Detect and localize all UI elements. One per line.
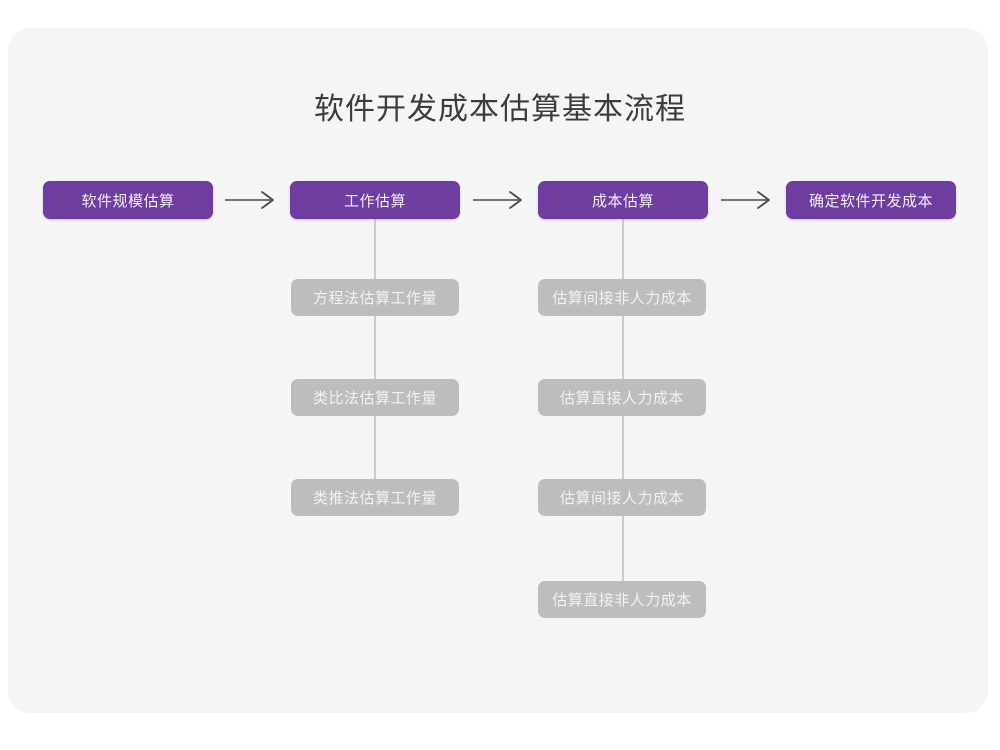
- substep-node-col3-1-label: 估算间接非人力成本: [552, 289, 692, 307]
- connector-line-column-2: [374, 219, 376, 481]
- flow-node-step2-label: 工作估算: [343, 191, 406, 210]
- substep-node-col2-1[interactable]: 方程法估算工作量: [291, 279, 459, 316]
- substep-node-col3-2-label: 估算直接人力成本: [559, 389, 684, 407]
- substep-node-col2-1-label: 方程法估算工作量: [312, 289, 437, 307]
- substep-node-col2-2[interactable]: 类比法估算工作量: [291, 379, 459, 416]
- substep-node-col2-2-label: 类比法估算工作量: [312, 389, 437, 407]
- substep-node-col3-2[interactable]: 估算直接人力成本: [538, 379, 706, 416]
- arrow-step1-to-step2: [223, 187, 279, 213]
- arrow-right-icon: [225, 191, 274, 209]
- substep-node-col3-3-label: 估算间接人力成本: [559, 489, 684, 507]
- flow-node-step1-label: 软件规模估算: [81, 191, 175, 210]
- arrow-right-icon: [721, 191, 770, 209]
- substep-node-col3-4[interactable]: 估算直接非人力成本: [538, 581, 706, 618]
- arrow-step2-to-step3: [471, 187, 527, 213]
- flow-node-step2[interactable]: 工作估算: [290, 181, 460, 219]
- flow-node-step1[interactable]: 软件规模估算: [43, 181, 213, 219]
- arrow-step3-to-step4: [719, 187, 775, 213]
- diagram-card: [8, 28, 988, 713]
- substep-node-col2-3-label: 类推法估算工作量: [312, 489, 437, 507]
- flow-node-step3[interactable]: 成本估算: [538, 181, 708, 219]
- flow-node-step4[interactable]: 确定软件开发成本: [786, 181, 956, 219]
- arrow-right-icon: [473, 191, 522, 209]
- substep-node-col3-1[interactable]: 估算间接非人力成本: [538, 279, 706, 316]
- flow-node-step4-label: 确定软件开发成本: [808, 191, 933, 210]
- flow-node-step3-label: 成本估算: [591, 191, 654, 210]
- substep-node-col3-3[interactable]: 估算间接人力成本: [538, 479, 706, 516]
- substep-node-col2-3[interactable]: 类推法估算工作量: [291, 479, 459, 516]
- page-title: 软件开发成本估算基本流程: [314, 92, 686, 127]
- substep-node-col3-4-label: 估算直接非人力成本: [552, 591, 692, 609]
